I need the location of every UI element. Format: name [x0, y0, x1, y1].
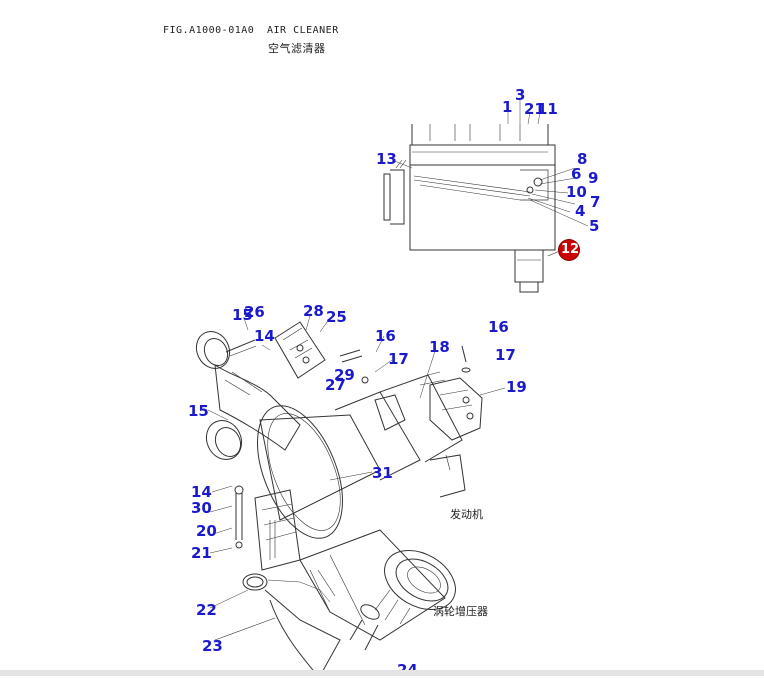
- callout-18[interactable]: 18: [424, 338, 450, 356]
- callout-7[interactable]: 7: [584, 193, 601, 211]
- callout-20[interactable]: 20: [191, 522, 217, 540]
- figure-title-cn: 空气滤清器: [268, 42, 326, 55]
- callout-21-lower[interactable]: 21: [186, 544, 212, 562]
- callout-22[interactable]: 22: [191, 601, 217, 619]
- callout-28[interactable]: 28: [298, 302, 324, 320]
- callout-17-right[interactable]: 17: [490, 346, 516, 364]
- figure-code: FIG.A1000-01A0: [163, 25, 255, 36]
- callout-9[interactable]: 9: [582, 169, 599, 187]
- callout-31[interactable]: 31: [367, 464, 393, 482]
- turbocharger-label: 涡轮增压器: [433, 605, 488, 618]
- callout-27[interactable]: 27: [320, 376, 346, 394]
- callout-13[interactable]: 13: [371, 150, 397, 168]
- callout-17-left[interactable]: 17: [383, 350, 409, 368]
- callout-15-lower[interactable]: 15: [183, 402, 209, 420]
- callout-23[interactable]: 23: [197, 637, 223, 655]
- callout-6[interactable]: 6: [565, 165, 582, 183]
- callout-16-left[interactable]: 16: [370, 327, 396, 345]
- callout-11[interactable]: 11: [532, 100, 558, 118]
- callout-25[interactable]: 25: [321, 308, 347, 326]
- callout-5[interactable]: 5: [583, 217, 600, 235]
- callout-16-right[interactable]: 16: [483, 318, 509, 336]
- highlight-marker: [559, 240, 579, 260]
- callout-4[interactable]: 4: [569, 202, 586, 220]
- callout-30[interactable]: 30: [186, 499, 212, 517]
- figure-title: AIR CLEANER: [267, 25, 339, 36]
- bottom-scrollbar-edge: [0, 670, 764, 676]
- engine-label: 发动机: [450, 508, 483, 521]
- callout-1[interactable]: 1: [496, 98, 513, 116]
- air-cleaner-assembly: [383, 100, 589, 293]
- callout-10[interactable]: 10: [561, 183, 587, 201]
- intake-piping-assembly: [195, 315, 506, 676]
- callout-26[interactable]: 26: [239, 303, 265, 321]
- callout-14-upper[interactable]: 14: [249, 327, 275, 345]
- callout-14-lower[interactable]: 14: [186, 483, 212, 501]
- callout-19[interactable]: 19: [501, 378, 527, 396]
- callout-12[interactable]: 12: [561, 242, 580, 257]
